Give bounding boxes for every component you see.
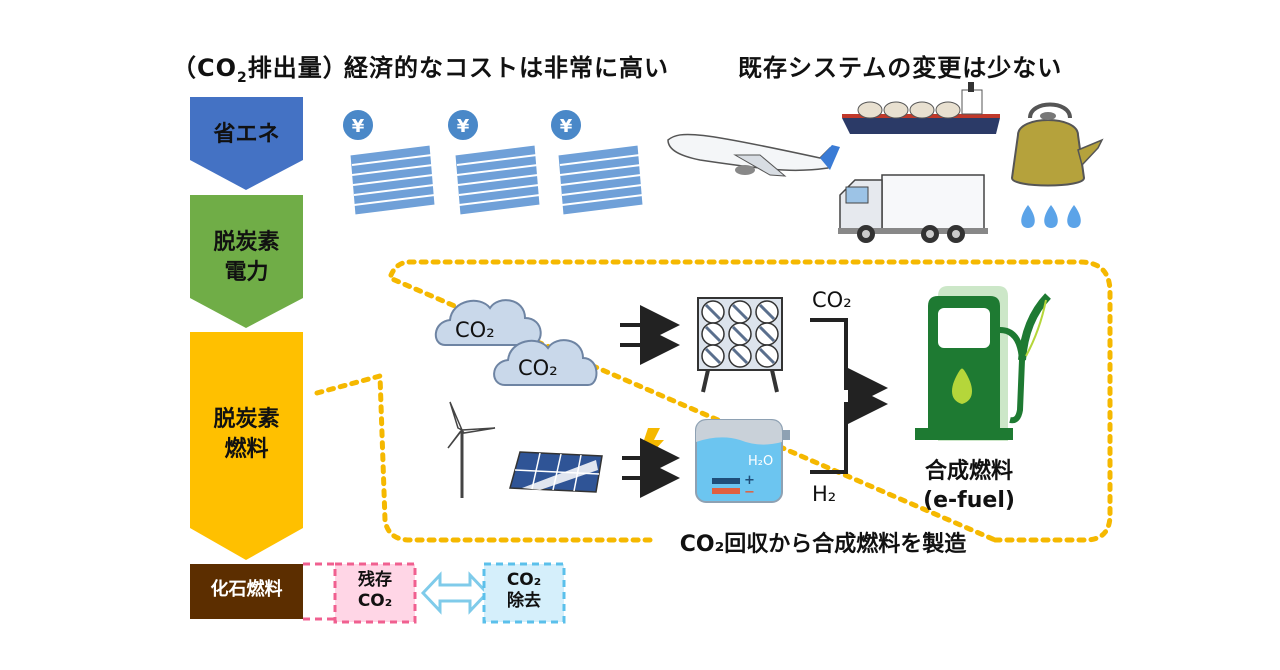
co2-input-label: CO₂ — [812, 288, 852, 312]
gas-flame-icon — [1021, 205, 1081, 228]
svg-text:¥: ¥ — [457, 116, 470, 137]
power-arrows — [622, 438, 680, 498]
svg-text:−: − — [744, 485, 755, 500]
energy-saving-label: 省エネ — [213, 122, 280, 147]
capture-arrows — [620, 305, 680, 365]
product-label: 合成燃料(e-fuel) — [923, 459, 1015, 513]
svg-text:+: + — [744, 473, 755, 488]
energy-saving-chevron — [190, 97, 303, 190]
cloud-label-2: CO₂ — [518, 356, 558, 380]
decarbon-power-chevron — [190, 195, 303, 328]
process-outline — [314, 259, 1113, 543]
co2-removal-box — [482, 562, 566, 624]
kettle-icon — [1010, 102, 1104, 187]
electrolyzer-icon: + − — [695, 419, 790, 503]
svg-text:¥: ¥ — [352, 116, 365, 137]
yen-coin-stack-icon: ¥ ¥ ¥ — [341, 108, 644, 216]
residual-connector — [303, 562, 335, 621]
system-change-header: 既存システムの変更は少ない — [738, 54, 1063, 82]
wind-turbine-icon — [447, 401, 496, 498]
decarbon-power-label: 脱炭素電力 — [213, 230, 280, 285]
fuel-pump-icon — [915, 286, 1051, 441]
residual-co2-box — [333, 562, 417, 624]
ship-icon — [842, 82, 1000, 134]
process-caption: CO₂回収から合成燃料を製造 — [679, 532, 967, 557]
cost-header: 経済的なコストは非常に高い — [344, 54, 669, 82]
fossil-fuel-box — [190, 564, 303, 619]
decarbon-fuel-chevron — [190, 332, 303, 560]
cloud-icon — [434, 299, 598, 386]
decarbon-fuel-label: 脱炭素燃料 — [213, 407, 280, 462]
double-arrow-icon — [420, 571, 490, 615]
merge-arrows — [810, 318, 888, 474]
airplane-icon — [667, 133, 840, 177]
cloud-label-1: CO₂ — [455, 318, 495, 342]
truck-icon — [838, 174, 988, 243]
h2-input-label: H₂ — [812, 482, 837, 506]
electrolyzer-label: H₂O — [748, 454, 774, 469]
direct-air-capture-icon — [697, 297, 783, 393]
fossil-fuel-label: 化石燃料 — [210, 579, 283, 600]
solar-panel-icon — [509, 451, 603, 493]
svg-text:¥: ¥ — [560, 116, 573, 137]
emission-axis-label: （CO2排出量） — [172, 54, 348, 86]
